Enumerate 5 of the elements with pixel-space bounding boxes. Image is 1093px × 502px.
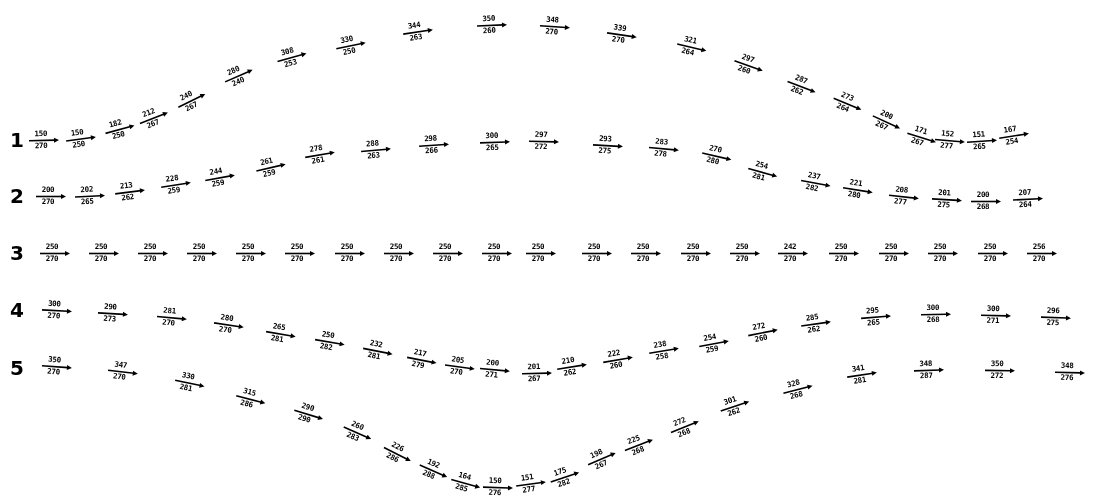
row-number: 1 — [10, 129, 24, 151]
row-number: 5 — [10, 357, 24, 379]
row-number: 3 — [10, 242, 24, 264]
row-number: 4 — [10, 299, 24, 321]
row-number: 2 — [10, 185, 24, 207]
